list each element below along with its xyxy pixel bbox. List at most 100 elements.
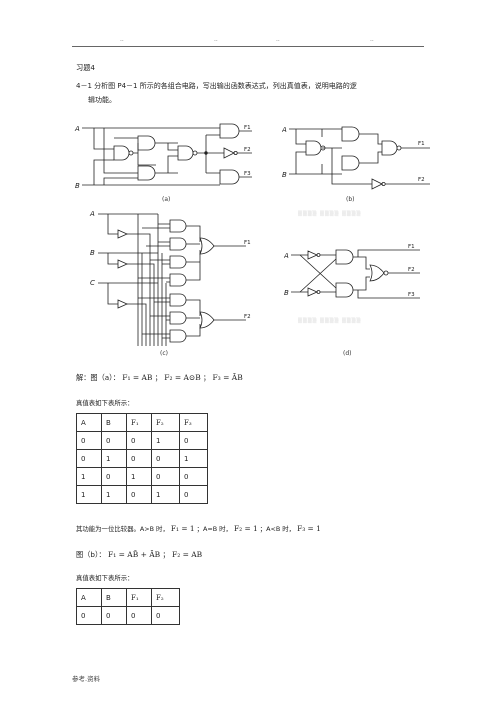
- truth-table-b: A B F₁ F₂ 0 0 0 0: [76, 588, 180, 625]
- problem-line-2: 辑功能。: [88, 96, 116, 104]
- formula-f2: F₂ = A⊙B: [164, 373, 201, 382]
- solution-b-prefix: 图（b）：: [76, 550, 106, 559]
- table-header-cell: A: [76, 413, 102, 432]
- output-label-f2: F2: [244, 314, 251, 320]
- caption-a: (a): [162, 196, 171, 203]
- circuit-figure-d: A B F1 F2 F3: [284, 244, 424, 306]
- table-cell: 0: [76, 606, 102, 625]
- function-text: ；A=B 时，: [196, 525, 232, 533]
- header-dots-3: ..: [276, 36, 280, 43]
- header-rule: [72, 46, 424, 47]
- output-label-f3: F3: [408, 292, 415, 298]
- or-gate: [200, 238, 214, 254]
- formula: F₁ = 1: [170, 524, 195, 533]
- and-gate: [138, 136, 155, 180]
- solution-a-prefix: 解：图（a）：: [76, 373, 120, 382]
- input-wire: [289, 129, 342, 174]
- wire: [114, 138, 156, 165]
- input-label-b: B: [282, 171, 287, 179]
- table-intro-2: 真值表如下表所示：: [76, 574, 134, 582]
- input-label-b: B: [75, 182, 80, 190]
- output-label-f1: F1: [244, 240, 251, 246]
- output-label-f2: F2: [244, 147, 251, 153]
- input-label-a: A: [284, 252, 289, 260]
- table-row: 1 0 1 0 0: [76, 467, 208, 486]
- table-cell: 1: [101, 449, 127, 468]
- output-label-f2: F2: [418, 177, 425, 183]
- solution-b-line: 图（b）： F₁ = AB̄ + ĀB ； F₂ = AB: [76, 549, 202, 560]
- table-cell: 0: [126, 449, 152, 468]
- not-gate: [308, 288, 320, 296]
- table-row: 1 1 0 1 0: [76, 485, 208, 504]
- and-gate: [336, 250, 353, 297]
- table-cell: 1: [101, 485, 127, 504]
- formula-f1: F₁ = AB̄ + ĀB: [108, 550, 161, 559]
- nor-gate: [178, 146, 197, 160]
- table-cell: 0: [151, 467, 180, 486]
- function-a-line: 其功能为一位比较器。A>B 时， F₁ = 1 ；A=B 时， F₂ = 1 ；…: [76, 523, 321, 535]
- circuit-figure-b: A B F1 F2: [282, 126, 432, 196]
- footer-text: 参考.资料: [72, 675, 101, 683]
- input-label-a: A: [89, 210, 95, 218]
- output-wire: [237, 131, 252, 177]
- separator: ；: [154, 373, 162, 382]
- wire: [138, 298, 170, 338]
- table-header-cell: B: [101, 588, 127, 607]
- input-label-a: A: [74, 125, 80, 133]
- table-header-row: A B F₁ F₂ F₃: [76, 413, 208, 432]
- formula-f1: F₁ = AB: [122, 373, 153, 382]
- header-dots-2: ..: [214, 36, 218, 43]
- watermark: ▒▒▒▒ ▒▒▒▒ ▒▒▒▒: [298, 318, 362, 324]
- table-cell: 0: [179, 485, 208, 504]
- table-cell: 0: [126, 431, 152, 450]
- table-row: 0 1 0 0 1: [76, 449, 208, 468]
- wire: [186, 300, 200, 336]
- table-cell: 0: [151, 449, 180, 468]
- and-gate: [170, 294, 186, 342]
- table-cell: 0: [126, 606, 152, 625]
- table-cell: 1: [151, 431, 180, 450]
- wire: [155, 143, 178, 173]
- exercise-title: 习题4: [76, 63, 95, 72]
- wire: [94, 128, 138, 185]
- output-label-f1: F1: [408, 244, 415, 250]
- formula: F₂ = 1: [234, 524, 258, 533]
- not-gate: [308, 251, 320, 259]
- table-intro-1: 真值表如下表所示：: [76, 399, 134, 407]
- input-wire: [291, 255, 308, 292]
- bus-wire: [138, 214, 166, 346]
- nand-gate: [114, 146, 133, 160]
- caption-c: (c): [160, 350, 168, 357]
- function-text: 其功能为一位比较器。A>B 时，: [76, 525, 169, 533]
- separator: ；: [162, 550, 170, 559]
- wire: [296, 129, 342, 174]
- input-label-b: B: [284, 289, 289, 297]
- formula-f3: F₃ = ĀB: [212, 373, 243, 382]
- input-label-b: B: [90, 249, 95, 257]
- table-cell: 1: [126, 467, 152, 486]
- nor-gate: [370, 265, 388, 281]
- nand-gate: [306, 141, 325, 155]
- wire: [332, 148, 430, 184]
- problem-line-1: 4－1 分析图 P4－1 所示的各组合电路，写出输出函数表达式，列出真值表，说明…: [76, 82, 357, 90]
- wire: [127, 234, 154, 346]
- table-header-cell: B: [101, 413, 127, 432]
- and-gate: [220, 124, 239, 184]
- output-label-f1: F1: [244, 125, 251, 131]
- table-cell: 0: [101, 431, 127, 450]
- wire: [138, 224, 170, 282]
- not-gate: [372, 179, 385, 189]
- table-cell: 1: [76, 485, 102, 504]
- formula-f2: F₂ = AB: [171, 550, 203, 559]
- table-cell: 0: [179, 467, 208, 486]
- separator: ；: [203, 373, 211, 382]
- circuit-figure-c: A B C F1 F2: [89, 210, 251, 350]
- wire: [206, 135, 224, 173]
- circuit-figure-a: A B F1 F2 F3: [74, 118, 254, 190]
- solution-a-line: 解：图（a）： F₁ = AB ； F₂ = A⊙B ； F₃ = ĀB: [76, 372, 243, 383]
- wire: [359, 134, 382, 163]
- input-label-a: A: [282, 126, 287, 134]
- input-wire: [98, 214, 158, 283]
- wire: [186, 226, 200, 280]
